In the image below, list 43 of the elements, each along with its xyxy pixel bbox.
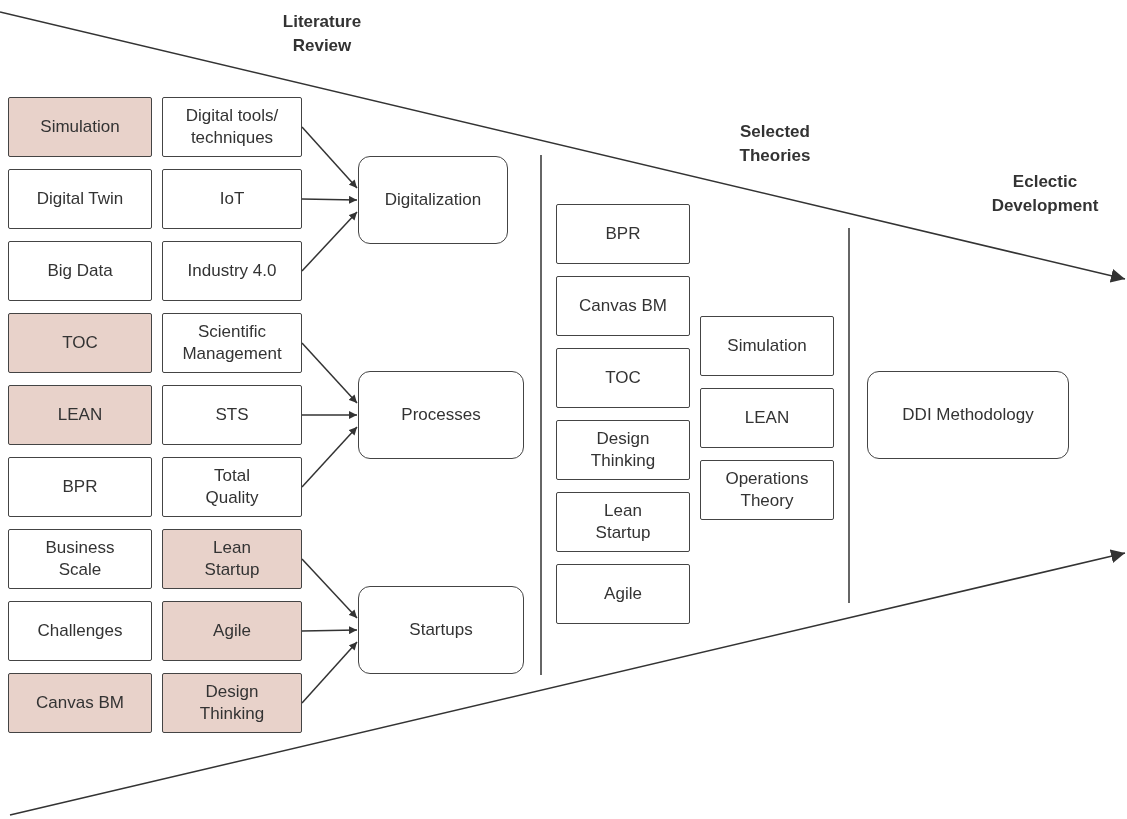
stage-heading: Eclectic Development (990, 171, 1100, 217)
topic-box: BPR (556, 204, 690, 264)
topic-box: LEAN (8, 385, 152, 445)
arrow (301, 558, 358, 619)
stage-box: Digitalization (358, 156, 508, 244)
arrow (301, 342, 358, 404)
stage-heading: Selected Theories (738, 121, 812, 167)
arrow (301, 195, 358, 204)
topic-box: Lean Startup (162, 529, 302, 589)
stage-heading: Literature Review (281, 11, 363, 57)
topic-box: IoT (162, 169, 302, 229)
stage-box: DDI Methodology (867, 371, 1069, 459)
stage-box: Processes (358, 371, 524, 459)
topic-box: LEAN (700, 388, 834, 448)
topic-box: Canvas BM (556, 276, 690, 336)
topic-box: Business Scale (8, 529, 152, 589)
topic-box: Design Thinking (556, 420, 690, 480)
topic-box: Simulation (700, 316, 834, 376)
topic-box: Agile (556, 564, 690, 624)
arrow (301, 211, 358, 272)
topic-box: Lean Startup (556, 492, 690, 552)
topic-box: TOC (556, 348, 690, 408)
topic-box: Total Quality (162, 457, 302, 517)
topic-box: Canvas BM (8, 673, 152, 733)
topic-box: Simulation (8, 97, 152, 157)
arrow (301, 626, 358, 635)
topic-box: Industry 4.0 (162, 241, 302, 301)
arrow (301, 426, 358, 488)
topic-box: STS (162, 385, 302, 445)
topic-box: Digital tools/ techniques (162, 97, 302, 157)
arrow (301, 126, 358, 189)
topic-box: Agile (162, 601, 302, 661)
topic-box: Big Data (8, 241, 152, 301)
topic-box: Scientific Management (162, 313, 302, 373)
topic-box: BPR (8, 457, 152, 517)
topic-box: TOC (8, 313, 152, 373)
topic-box: Design Thinking (162, 673, 302, 733)
topic-box: Operations Theory (700, 460, 834, 520)
arrow (301, 411, 358, 419)
arrow (301, 641, 358, 704)
topic-box: Challenges (8, 601, 152, 661)
stage-box: Startups (358, 586, 524, 674)
topic-box: Digital Twin (8, 169, 152, 229)
